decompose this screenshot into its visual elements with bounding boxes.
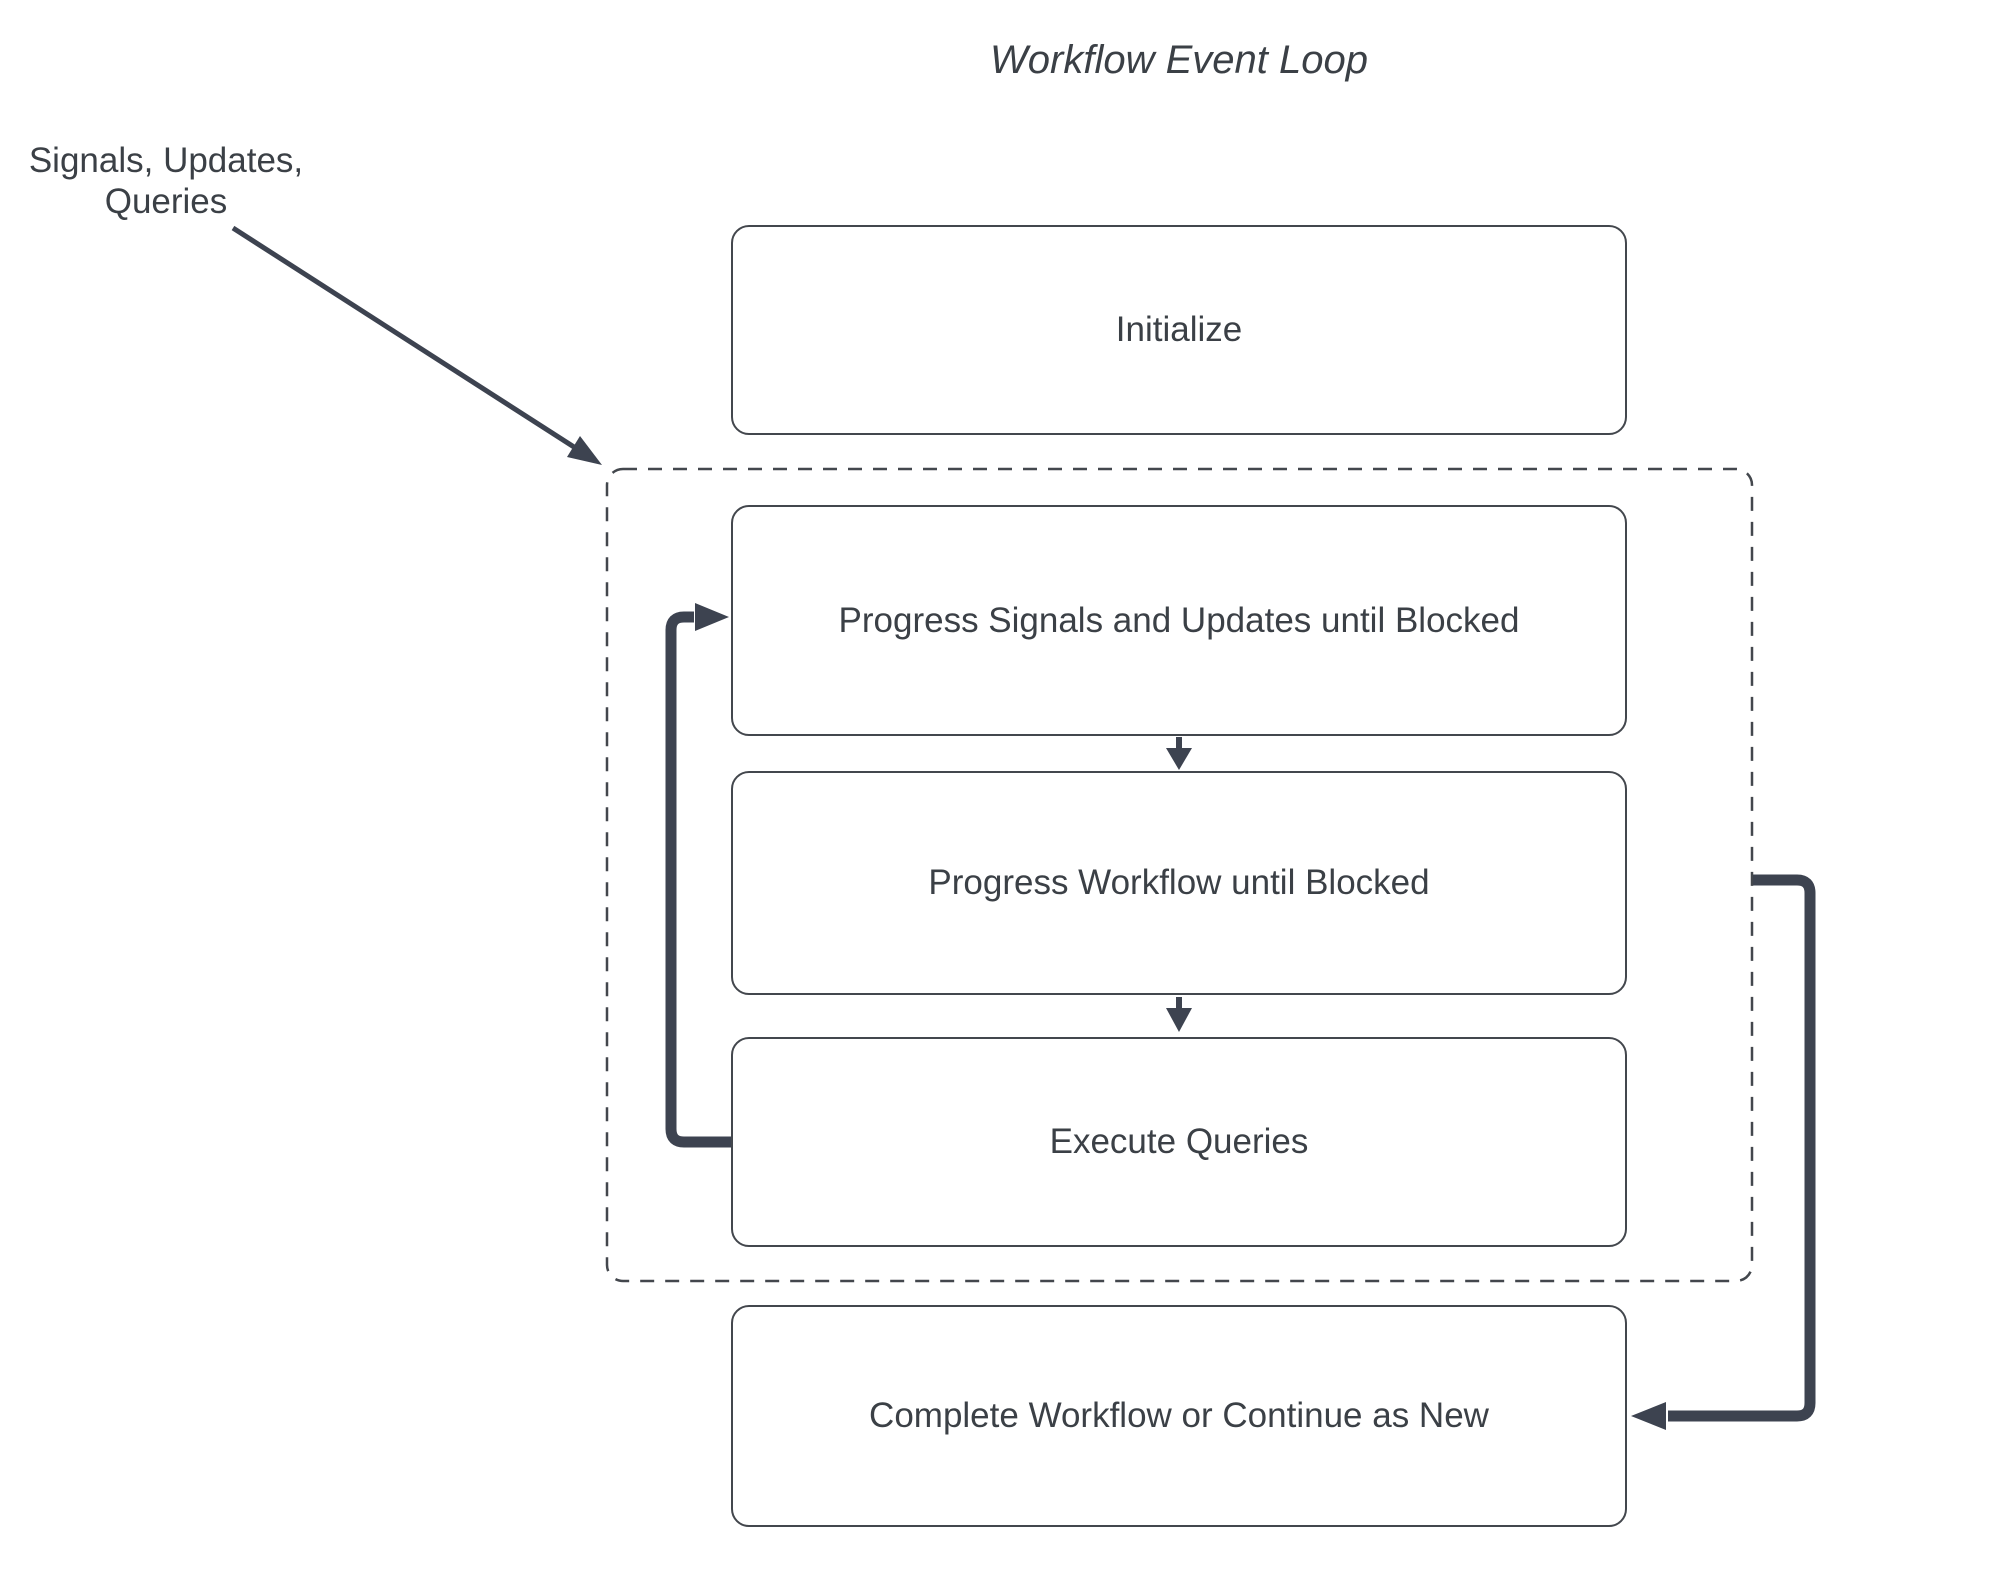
input-events-label: Signals, Updates, Queries bbox=[16, 140, 316, 222]
exit-arrow-icon bbox=[1631, 874, 1816, 1430]
loop-arrow-icon bbox=[665, 603, 731, 1148]
node-progress-signals-updates: Progress Signals and Updates until Block… bbox=[731, 505, 1627, 736]
node-progress-workflow: Progress Workflow until Blocked bbox=[731, 771, 1627, 995]
input-events-label-line1: Signals, Updates, bbox=[28, 141, 304, 180]
node-execute-queries: Execute Queries bbox=[731, 1037, 1627, 1247]
diagram-title: Workflow Event Loop bbox=[990, 38, 1368, 82]
input-arrow-icon bbox=[231, 225, 602, 465]
input-events-label-line2: Queries bbox=[104, 182, 228, 221]
node-complete-workflow: Complete Workflow or Continue as New bbox=[731, 1305, 1627, 1527]
node-initialize: Initialize bbox=[731, 225, 1627, 435]
event-loop-dashed-container bbox=[605, 467, 1754, 1283]
down-arrow-1-icon bbox=[1166, 737, 1192, 770]
down-arrow-2-icon bbox=[1166, 997, 1192, 1032]
